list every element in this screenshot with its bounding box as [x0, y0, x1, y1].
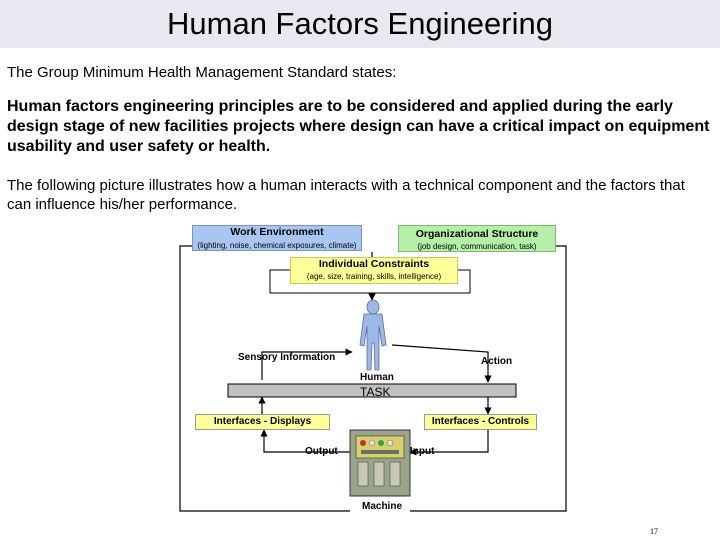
- interfaces-displays-box: Interfaces - Displays: [195, 414, 330, 430]
- sensory-arrow: [261, 348, 353, 380]
- left-frame-connector: [179, 245, 350, 512]
- human-label: Human: [360, 372, 394, 383]
- page-number: 17: [650, 527, 658, 536]
- work-environment-title: Work Environment: [230, 226, 324, 238]
- interfaces-controls-box: Interfaces - Controls: [424, 414, 537, 430]
- action-arrow: [391, 344, 492, 383]
- interfaces-displays-label: Interfaces - Displays: [213, 416, 312, 427]
- task-bar: [227, 383, 517, 398]
- organizational-structure-title: Organizational Structure: [415, 228, 539, 240]
- individual-constraints-detail: (age, size, training, skills, intelligen…: [306, 272, 442, 281]
- picture-intro-text: The following picture illustrates how a …: [7, 177, 685, 213]
- input-label: Input: [410, 446, 435, 457]
- individual-constraints-title: Individual Constraints: [318, 258, 430, 270]
- standard-quote: Human factors engineering principles are…: [7, 98, 710, 155]
- organizational-structure-detail: (job design, communication, task): [417, 242, 537, 251]
- input-arrow: [409, 430, 489, 456]
- page-title: Human Factors Engineering: [167, 6, 553, 41]
- human-figure: [359, 299, 387, 371]
- right-frame-connector: [410, 245, 567, 512]
- output-label: Output: [305, 446, 338, 457]
- intro-text: The Group Minimum Health Management Stan…: [7, 64, 397, 81]
- machine-console: [349, 429, 411, 497]
- individual-constraints-box: Individual Constraints (age, size, train…: [290, 257, 458, 284]
- title-bar: [0, 0, 720, 48]
- action-label: Action: [481, 356, 513, 367]
- task-label: TASK: [360, 385, 391, 399]
- interfaces-controls-label: Interfaces - Controls: [431, 416, 530, 427]
- organizational-structure-box: Organizational Structure (job design, co…: [398, 225, 556, 252]
- machine-label: Machine: [362, 501, 403, 512]
- work-environment-detail: (lighting, noise, chemical exposures, cl…: [197, 241, 357, 250]
- output-arrow: [260, 429, 350, 453]
- sensory-information-label: Sensory Information: [238, 352, 336, 363]
- work-environment-box: Work Environment (lighting, noise, chemi…: [192, 225, 362, 251]
